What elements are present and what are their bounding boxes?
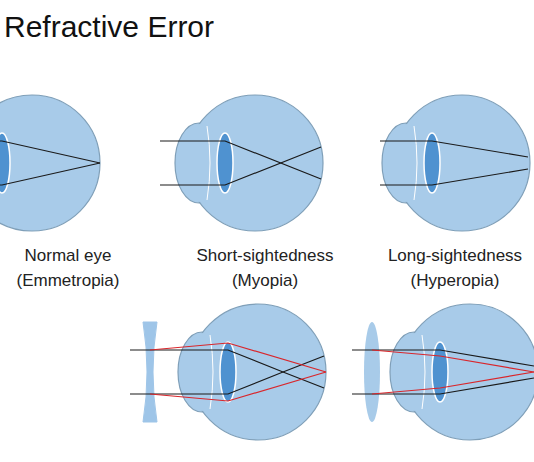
light-ray <box>352 350 534 366</box>
light-ray <box>160 141 321 179</box>
light-ray <box>352 378 534 394</box>
corrected-ray <box>150 372 326 401</box>
concave-lens <box>143 322 157 422</box>
eye-myopia <box>175 95 323 231</box>
diagram-title: Refractive Error <box>4 10 214 44</box>
eye-myopia-corrected <box>178 304 326 440</box>
light-rays <box>0 141 528 185</box>
corrected-ray <box>372 350 534 372</box>
light-ray <box>0 163 100 185</box>
corrected-ray <box>150 343 326 372</box>
uncorrected-rays <box>130 350 534 394</box>
eye-normal <box>0 95 100 231</box>
light-ray <box>380 141 528 157</box>
light-ray <box>380 169 528 185</box>
corrected-ray <box>372 372 534 394</box>
eye-condition-label: Long-sightedness (Hyperopia) <box>378 243 532 293</box>
light-ray <box>0 141 100 163</box>
eye-condition-label: Normal eye (Emmetropia) <box>3 243 133 293</box>
eye-condition-label: Short-sightedness (Myopia) <box>180 243 350 293</box>
light-ray <box>160 147 321 185</box>
light-ray <box>130 350 324 388</box>
eye-hyperopia <box>382 95 530 231</box>
corrected-rays <box>150 343 534 401</box>
eye-hyperopia-corrected <box>390 304 534 440</box>
convex-lens <box>364 322 380 422</box>
light-ray <box>130 356 324 394</box>
